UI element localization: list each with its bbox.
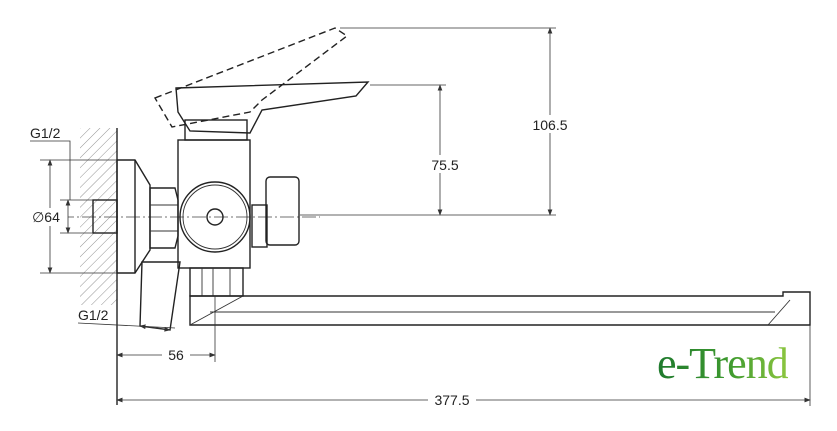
dimension-75-5: 75.5	[370, 84, 464, 216]
mixer-body	[177, 139, 300, 297]
dimension-label: ∅64	[32, 209, 60, 225]
spout	[189, 291, 811, 326]
dimension-377-5: 377.5	[116, 325, 811, 409]
dimension-label: 377.5	[434, 392, 469, 408]
wall-hatch	[80, 128, 118, 405]
thread-callout-bottom: G1/2	[77, 307, 176, 332]
thread-label-bottom: G1/2	[78, 307, 109, 323]
thread-label-top: G1/2	[30, 125, 61, 141]
brand-logo: e-Trend	[657, 339, 789, 388]
diverter-pipe	[139, 261, 181, 331]
dimension-label: 56	[168, 347, 184, 363]
lever-handle	[153, 27, 370, 141]
dimension-diameter: ∅64 G1/2	[28, 125, 117, 274]
dimension-56: 56	[116, 296, 216, 364]
dimension-106-5: 106.5	[300, 27, 573, 216]
dimension-label: 106.5	[532, 117, 567, 133]
dimension-label: 75.5	[431, 157, 458, 173]
